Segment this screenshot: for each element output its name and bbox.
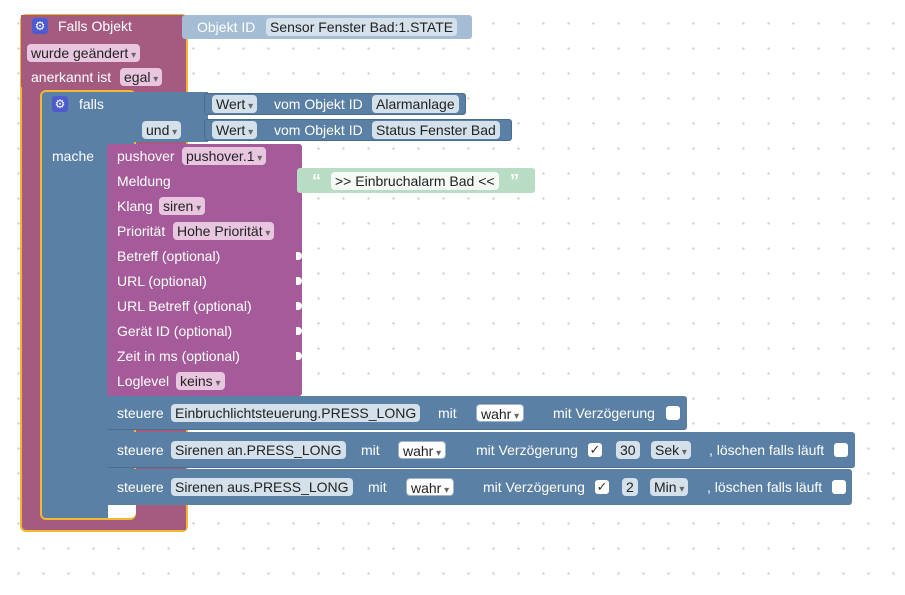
cond2-wert-dropdown[interactable]: Wert (212, 121, 258, 139)
input-notch (296, 277, 302, 285)
gear-icon[interactable]: ⚙ (32, 18, 48, 34)
control-3-steuere: steuere (117, 479, 164, 495)
cond1-object[interactable]: Alarmanlage (372, 95, 459, 113)
control-3-target[interactable]: Sirenen aus.PRESS_LONG (171, 478, 353, 496)
control-3-value-dropdown[interactable]: wahr (406, 478, 455, 496)
if-block-tail (108, 505, 136, 518)
pushover-label: pushover (117, 148, 175, 164)
cond2-object[interactable]: Status Fenster Bad (372, 121, 500, 139)
control-2-value-dropdown[interactable]: wahr (398, 441, 447, 459)
close-quote-icon: ” (510, 171, 519, 191)
control-3-delay-label: mit Verzögerung (483, 479, 585, 495)
und-dropdown[interactable]: und (142, 121, 182, 139)
control-2-target[interactable]: Sirenen an.PRESS_LONG (171, 441, 346, 459)
control-2-delay-label: mit Verzögerung (476, 442, 578, 458)
control-3-clear-label: , löschen falls läuft (707, 479, 823, 495)
control-3-mit: mit (368, 479, 387, 495)
control-3-delay-checkbox[interactable]: ✓ (595, 479, 609, 494)
control-2-mit: mit (361, 442, 380, 458)
control-1-mit: mit (438, 405, 457, 421)
input-notch (296, 352, 302, 360)
cond1-wert-dropdown[interactable]: Wert (212, 95, 258, 113)
input-notch (296, 302, 302, 310)
control-2-delay-checkbox[interactable]: ✓ (588, 442, 602, 457)
control-3-delay-value[interactable]: 2 (622, 478, 638, 496)
control-1-delay-label: mit Verzögerung (553, 405, 655, 421)
open-quote-icon: “ (312, 171, 321, 191)
input-notch (296, 252, 302, 260)
control-2-clear-checkbox[interactable] (834, 443, 848, 457)
url-betreff-label: URL Betreff (optional) (117, 298, 252, 314)
pushover-instance-dropdown[interactable]: pushover.1 (182, 147, 267, 165)
prio-label: Priorität (117, 223, 166, 239)
betreff-label: Betreff (optional) (117, 248, 221, 264)
control-2-clear-label: , löschen falls läuft (709, 442, 825, 458)
pushover-block[interactable] (107, 144, 302, 396)
loglevel-dropdown[interactable]: keins (176, 372, 225, 390)
control-1-target[interactable]: Einbruchlichtsteuerung.PRESS_LONG (171, 404, 421, 422)
if-falls-label: falls (79, 96, 104, 112)
trigger-title: Falls Objekt (58, 18, 132, 34)
url-label: URL (optional) (117, 273, 207, 289)
input-notch (296, 327, 302, 335)
zeit-label: Zeit in ms (optional) (117, 348, 240, 364)
geraet-label: Gerät ID (optional) (117, 323, 233, 339)
ack-label: anerkannt ist (31, 69, 112, 85)
trigger-footer (36, 518, 186, 530)
control-2-steuere: steuere (117, 442, 164, 458)
control-1-delay-checkbox[interactable] (666, 406, 680, 420)
if-mache-label: mache (52, 148, 95, 164)
control-1-value-dropdown[interactable]: wahr (476, 404, 525, 422)
gear-icon[interactable]: ⚙ (52, 96, 68, 112)
object-id-label: Objekt ID (197, 19, 256, 35)
control-1-steuere: steuere (117, 405, 164, 421)
klang-label: Klang (117, 198, 153, 214)
cond1-vom-label: vom Objekt ID (274, 96, 363, 112)
prio-dropdown[interactable]: Hohe Priorität (173, 222, 275, 240)
cond2-vom-label: vom Objekt ID (274, 122, 363, 138)
object-id-value[interactable]: Sensor Fenster Bad:1.STATE (266, 18, 458, 36)
loglevel-label: Loglevel (117, 373, 170, 389)
control-2-delay-value[interactable]: 30 (616, 441, 640, 459)
control-2-unit-dropdown[interactable]: Sek (651, 441, 691, 459)
message-text-value[interactable]: >> Einbruchalarm Bad << (331, 172, 499, 190)
control-3-unit-dropdown[interactable]: Min (650, 478, 689, 496)
meldung-label: Meldung (117, 173, 171, 189)
changed-dropdown[interactable]: wurde geändert (27, 44, 141, 62)
klang-dropdown[interactable]: siren (159, 197, 206, 215)
ack-dropdown[interactable]: egal (120, 68, 163, 86)
control-3-clear-checkbox[interactable] (832, 480, 846, 494)
